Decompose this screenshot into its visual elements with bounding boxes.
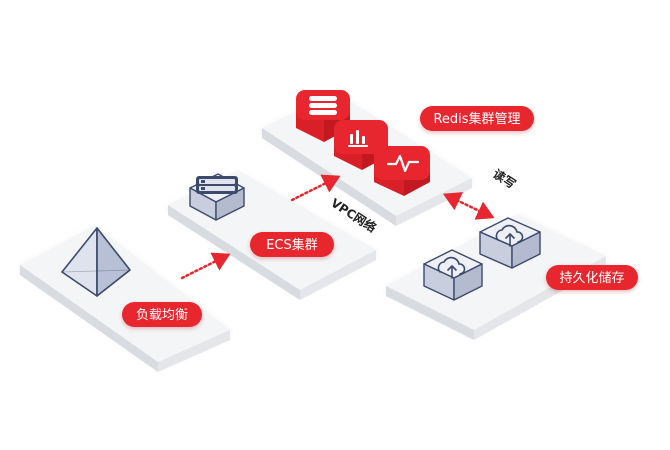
redis-cluster-label: Redis集群管理 xyxy=(420,106,534,131)
server-icon xyxy=(189,173,245,221)
connector-ecs-to-redis xyxy=(290,174,341,202)
cloud-upload-icon xyxy=(423,249,483,301)
persistent-storage-label-text: 持久化储存 xyxy=(559,271,624,286)
pulse-icon xyxy=(374,146,430,196)
load-balancer-label-text: 负载均衡 xyxy=(136,308,188,323)
persistent-storage-label: 持久化储存 xyxy=(546,265,638,290)
cloud-upload-icon xyxy=(479,217,541,269)
load-balancer-label: 负载均衡 xyxy=(122,302,202,327)
pyramid-icon xyxy=(61,227,131,297)
read-write-label: 读写 xyxy=(490,166,518,192)
connector-redis-storage xyxy=(442,192,495,220)
platform-load-balancer xyxy=(20,225,230,372)
ecs-cluster-label: ECS集群 xyxy=(250,232,334,257)
redis-cluster-label-text: Redis集群管理 xyxy=(433,111,520,127)
ecs-cluster-label-text: ECS集群 xyxy=(266,237,318,253)
connector-lb-to-ecs xyxy=(180,252,231,280)
